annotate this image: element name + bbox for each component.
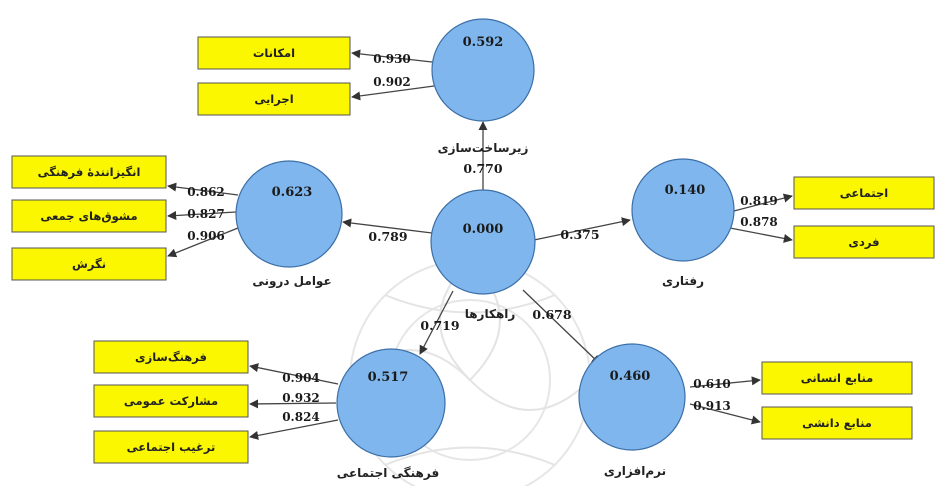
loading-value: 0.913 [693, 399, 731, 413]
measurement-paths [167, 49, 793, 440]
r2-value: 0.140 [665, 183, 706, 198]
indicator-behavioral-1[interactable]: فردی [793, 225, 935, 259]
loading-value: 0.827 [187, 207, 225, 221]
indicator-label: فردی [848, 235, 879, 249]
loading-arrow [167, 182, 239, 196]
path-to-behavioral [533, 217, 631, 241]
loading-value: 0.902 [373, 75, 411, 89]
construct-label: فرهنگی اجتماعی [337, 466, 439, 480]
loading-value: 0.904 [282, 371, 320, 385]
indicator-label: فرهنگ‌سازی [135, 350, 207, 364]
construct-software[interactable]: 0.460 نرم‌افزاری [578, 343, 686, 479]
construct-label: رفتاری [662, 274, 704, 288]
construct-circle [431, 18, 535, 122]
indicator-label: نگرش [72, 257, 106, 271]
construct-label: راهکارها [465, 307, 516, 321]
loading-value: 0.878 [740, 215, 778, 229]
construct-cultural-social[interactable]: 0.517 فرهنگی اجتماعی [336, 348, 446, 480]
construct-circle [430, 189, 536, 295]
loading-value: 0.819 [740, 194, 778, 208]
construct-label: زیرساخت‌سازی [438, 141, 529, 155]
loading-arrow [351, 49, 433, 63]
loading-arrow [249, 399, 337, 409]
loading-value: 0.610 [693, 377, 731, 391]
construct-circle [336, 348, 446, 458]
path-coefficients: 0.770 0.789 0.375 0.719 0.678 [368, 161, 599, 333]
loading-value: 0.930 [373, 52, 411, 66]
loading-arrow [729, 227, 793, 243]
construct-circle [631, 158, 735, 262]
coef-cultural-social: 0.719 [420, 318, 459, 333]
construct-internal-factors[interactable]: 0.623 عوامل درونی [235, 160, 343, 289]
path-to-cultural-social [419, 290, 454, 355]
loading-value: 0.932 [282, 391, 320, 405]
indicator-infrastructure-1[interactable]: اجرایی [197, 82, 351, 116]
indicator-label: اجرایی [254, 92, 293, 106]
r2-value: 0.623 [272, 185, 313, 200]
indicator-label: اجتماعی [840, 186, 888, 200]
indicator-label: انگیزانندهٔ فرهنگی [38, 165, 141, 179]
r2-value: 0.517 [368, 370, 409, 385]
indicator-label: مشوق‌های جمعی [40, 209, 137, 224]
path-to-software [522, 289, 601, 365]
indicator-cultural-social-0[interactable]: فرهنگ‌سازی [93, 340, 249, 374]
coef-internal-factors: 0.789 [368, 229, 407, 244]
coef-infrastructure: 0.770 [463, 161, 502, 176]
r2-value: 0.000 [463, 222, 504, 237]
indicator-cultural-social-2[interactable]: ترغیب اجتماعی [93, 430, 249, 464]
r2-value: 0.460 [610, 369, 651, 384]
construct-infrastructure[interactable]: 0.592 زیرساخت‌سازی [431, 18, 535, 155]
loading-value: 0.862 [187, 185, 225, 199]
indicator-software-1[interactable]: منابع دانشی [761, 406, 913, 440]
indicator-internal-factors-2[interactable]: نگرش [11, 247, 167, 281]
construct-circle [235, 160, 343, 268]
indicator-loadings: 0.930 0.902 0.862 0.827 0.906 0.819 0.87… [187, 52, 778, 424]
indicator-behavioral-0[interactable]: اجتماعی [793, 176, 935, 210]
indicator-software-0[interactable]: منابع انسانی [761, 361, 913, 395]
loading-arrow [167, 227, 239, 258]
indicator-label: امکانات [253, 46, 295, 60]
indicator-infrastructure-0[interactable]: امکانات [197, 36, 351, 70]
loading-arrow [689, 403, 761, 425]
indicator-label: مشارکت عمومی [124, 394, 218, 409]
loading-arrow [249, 419, 339, 440]
indicator-cultural-social-1[interactable]: مشارکت عمومی [93, 384, 249, 418]
loading-arrow [249, 363, 339, 385]
indicator-label: منابع انسانی [801, 371, 874, 385]
coef-software: 0.678 [532, 307, 571, 322]
loading-arrow [689, 376, 761, 388]
construct-label: عوامل درونی [252, 274, 331, 289]
r2-value: 0.592 [463, 35, 504, 50]
structural-paths [342, 121, 631, 365]
indicator-label: منابع دانشی [802, 416, 872, 430]
loading-value: 0.906 [187, 229, 225, 243]
coef-behavioral: 0.375 [560, 227, 599, 242]
loading-value: 0.824 [282, 410, 320, 424]
path-to-internal-factors [342, 218, 433, 234]
indicator-internal-factors-1[interactable]: مشوق‌های جمعی [11, 199, 167, 233]
construct-circle [578, 343, 686, 451]
construct-behavioral[interactable]: 0.140 رفتاری [631, 158, 735, 288]
loading-arrow [729, 193, 793, 213]
indicator-label: ترغیب اجتماعی [127, 440, 216, 454]
indicator-internal-factors-0[interactable]: انگیزانندهٔ فرهنگی [11, 155, 167, 189]
construct-label: نرم‌افزاری [604, 464, 666, 479]
construct-strategies[interactable]: 0.000 راهکارها [430, 189, 536, 321]
loading-arrow [167, 210, 237, 221]
loading-arrow [351, 85, 435, 101]
